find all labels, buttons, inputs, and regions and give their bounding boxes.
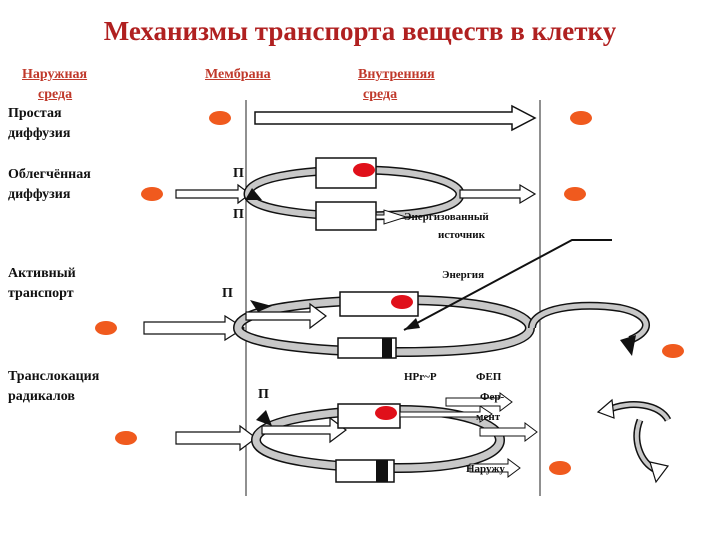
enzyme-arrow bbox=[479, 422, 538, 442]
carrier-label-p2: П bbox=[233, 207, 244, 222]
translocation-carrier-ring bbox=[252, 406, 504, 472]
energized-source-arrow bbox=[375, 209, 408, 225]
energized-source-line2: источник bbox=[438, 229, 485, 241]
particle-translocation-outer bbox=[115, 431, 137, 445]
carrier-label-p4: П bbox=[258, 387, 269, 402]
hpr-label: HPr~P bbox=[404, 371, 437, 383]
enzyme-label-line1: Фер- bbox=[480, 391, 505, 403]
active-entry-arrow bbox=[143, 314, 246, 342]
translocation-ring-arrowhead bbox=[256, 410, 272, 426]
translocation-transfer-arrow bbox=[261, 416, 347, 444]
active-release-arrowhead bbox=[620, 335, 636, 356]
translocation-cycle-arrowhead-bottom bbox=[649, 461, 670, 484]
facilitated-exit-arrow bbox=[459, 183, 537, 205]
header-outer-line1: Наружная bbox=[22, 67, 88, 82]
particle-facilitated-bound bbox=[353, 163, 375, 177]
header-inner-line1: Внутренняя bbox=[358, 67, 435, 82]
label-active-line2: транспорт bbox=[8, 286, 74, 301]
particle-simple-inner bbox=[570, 111, 592, 125]
particle-active-bound bbox=[391, 295, 413, 309]
enzyme-label-line2: мент bbox=[476, 411, 501, 423]
active-carrier-box-bottom bbox=[337, 337, 397, 359]
particle-facilitated-inner bbox=[564, 187, 586, 201]
facilitated-entry-arrow bbox=[175, 183, 251, 205]
active-transfer-arrow bbox=[245, 302, 327, 330]
particle-translocation-inner bbox=[549, 461, 571, 475]
particle-facilitated-outer bbox=[141, 187, 163, 201]
particle-active-outer bbox=[95, 321, 117, 335]
energy-input-line bbox=[403, 239, 612, 331]
energy-input-arrowhead bbox=[404, 318, 420, 330]
active-ring-arrowhead bbox=[250, 300, 272, 312]
header-membrane: Мембрана bbox=[205, 67, 271, 82]
active-carrier-box-bottom-mark bbox=[382, 338, 392, 358]
outside-label: Наружу bbox=[466, 463, 505, 475]
particle-simple-outer bbox=[209, 111, 231, 125]
facilitated-ring-arrowhead bbox=[245, 188, 262, 200]
label-simple-line2: диффузия bbox=[8, 126, 71, 141]
facilitated-carrier-box-bottom bbox=[315, 201, 377, 231]
translocation-entry-arrow bbox=[175, 424, 257, 452]
label-translocation-line2: радикалов bbox=[8, 389, 75, 404]
label-facilitated-line2: диффузия bbox=[8, 187, 71, 202]
active-release-ring bbox=[529, 303, 649, 343]
label-translocation-line1: Транслокация bbox=[8, 369, 100, 384]
header-outer-line2: среда bbox=[38, 87, 73, 102]
fep-arrow bbox=[445, 392, 513, 412]
particle-translocation-bound bbox=[375, 406, 397, 420]
translocation-cycle-arrow-top bbox=[607, 402, 670, 422]
fep-label: ФЕП bbox=[476, 371, 502, 383]
translocation-carrier-box-bottom-mark bbox=[376, 460, 388, 482]
page-title: Механизмы транспорта веществ в клетку bbox=[103, 16, 617, 46]
carrier-label-p3: П bbox=[222, 286, 233, 301]
energized-source-line1: Энергизованный bbox=[404, 211, 489, 223]
particle-active-inner bbox=[662, 344, 684, 358]
outside-arrow bbox=[469, 458, 521, 478]
simple-diffusion-arrow bbox=[254, 104, 537, 132]
carrier-label-p1: П bbox=[233, 166, 244, 181]
header-inner-line2: среда bbox=[363, 87, 398, 102]
label-facilitated-line1: Облегчённая bbox=[8, 167, 91, 182]
energy-label: Энергия bbox=[442, 269, 485, 281]
label-simple-line1: Простая bbox=[8, 106, 62, 121]
translocation-cycle-arrowhead-top bbox=[596, 398, 615, 419]
translocation-phosphate-arrow bbox=[399, 405, 493, 423]
label-active-line1: Активный bbox=[8, 266, 76, 281]
